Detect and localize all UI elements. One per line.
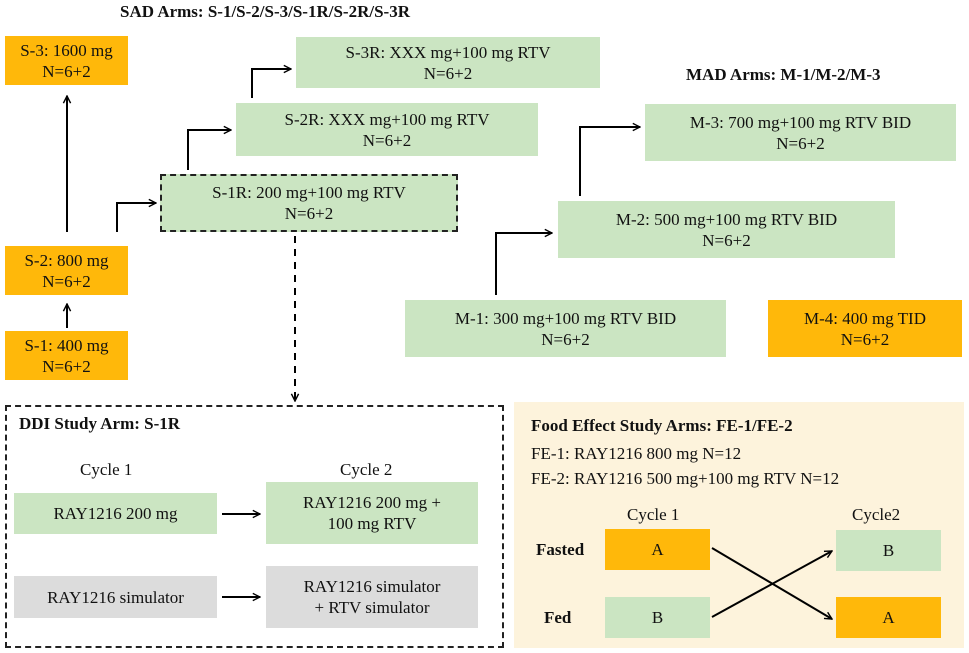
s2r-label: S-2R: XXX mg+100 mg RTV bbox=[284, 109, 490, 129]
arrow-s1r-to-s2r bbox=[187, 130, 231, 170]
arrow-s2r-to-s3r bbox=[251, 69, 291, 98]
ddi-row1-cycle2-box: RAY1216 200 mg + 100 mg RTV bbox=[266, 482, 478, 544]
m1-label: M-1: 300 mg+100 mg RTV BID bbox=[454, 308, 677, 328]
ddi-row2-cycle2-line1: RAY1216 simulator bbox=[303, 577, 441, 596]
ddi-row2-cycle1-box: RAY1216 simulator bbox=[14, 576, 217, 618]
s3-box: S-3: 1600 mg N=6+2 bbox=[5, 36, 128, 85]
s1-box: S-1: 400 mg N=6+2 bbox=[5, 331, 128, 380]
m2-box: M-2: 500 mg+100 mg RTV BID N=6+2 bbox=[558, 201, 895, 258]
fe-fed-cycle1-box: B bbox=[605, 597, 710, 638]
s2r-box: S-2R: XXX mg+100 mg RTV N=6+2 bbox=[236, 103, 538, 156]
mad-title: MAD Arms: M-1/M-2/M-3 bbox=[686, 65, 881, 84]
arrow-m2-to-m3 bbox=[579, 127, 640, 196]
ddi-row2-cycle1-text: RAY1216 simulator bbox=[47, 587, 184, 607]
arrow-m1-to-m2 bbox=[495, 233, 552, 295]
arrow-s2-to-s1r bbox=[116, 203, 156, 232]
ddi-row2-cycle2-line2: + RTV simulator bbox=[314, 598, 430, 617]
fe-fasted-cycle2-text: B bbox=[882, 541, 895, 560]
fe-fed-cycle2-box: A bbox=[836, 597, 941, 638]
fe-fed-cycle2-text: A bbox=[882, 608, 895, 627]
s3-label: S-3: 1600 mg bbox=[20, 40, 113, 60]
s2-box: S-2: 800 mg N=6+2 bbox=[5, 246, 128, 295]
fe-cycle2-label: Cycle2 bbox=[852, 505, 901, 524]
m4-n: N=6+2 bbox=[840, 329, 890, 349]
s1r-n: N=6+2 bbox=[284, 204, 334, 223]
ddi-panel bbox=[5, 405, 504, 648]
fe-fed-label: Fed bbox=[544, 608, 572, 627]
fe-fed-cycle1-text: B bbox=[651, 608, 664, 627]
sad-title: SAD Arms: S-1/S-2/S-3/S-1R/S-2R/S-3R bbox=[120, 2, 410, 21]
fe-title: Food Effect Study Arms: FE-1/FE-2 bbox=[531, 416, 793, 435]
s2-n: N=6+2 bbox=[42, 271, 91, 291]
ddi-row1-cycle2-line1: RAY1216 200 mg + bbox=[303, 493, 441, 512]
s1-n: N=6+2 bbox=[42, 356, 91, 376]
fe-cycle1-label: Cycle 1 bbox=[627, 505, 680, 524]
s1r-box: S-1R: 200 mg+100 mg RTV N=6+2 bbox=[160, 174, 458, 232]
ddi-row1-cycle2-line2: 100 mg RTV bbox=[327, 514, 417, 533]
s3r-box: S-3R: XXX mg+100 mg RTV N=6+2 bbox=[296, 37, 600, 88]
m1-n: N=6+2 bbox=[541, 329, 590, 349]
ddi-title: DDI Study Arm: S-1R bbox=[19, 414, 181, 433]
s1r-label: S-1R: 200 mg+100 mg RTV bbox=[212, 183, 406, 202]
ddi-row2-cycle2-box: RAY1216 simulator + RTV simulator bbox=[266, 566, 478, 628]
m4-box: M-4: 400 mg TID N=6+2 bbox=[768, 300, 962, 357]
m3-box: M-3: 700 mg+100 mg RTV BID N=6+2 bbox=[645, 104, 956, 161]
s1-label: S-1: 400 mg bbox=[24, 335, 109, 355]
m2-n: N=6+2 bbox=[702, 230, 751, 250]
m3-label: M-3: 700 mg+100 mg RTV BID bbox=[689, 112, 912, 132]
ddi-cycle2-label: Cycle 2 bbox=[340, 460, 393, 479]
fe-fasted-cycle1-box: A bbox=[605, 529, 710, 570]
ddi-row1-cycle1-box: RAY1216 200 mg bbox=[14, 493, 217, 534]
m2-label: M-2: 500 mg+100 mg RTV BID bbox=[615, 209, 838, 229]
ddi-cycle1-label: Cycle 1 bbox=[80, 460, 133, 479]
ddi-row1-cycle1-text: RAY1216 200 mg bbox=[53, 504, 178, 523]
fe1-text: FE-1: RAY1216 800 mg N=12 bbox=[531, 444, 742, 463]
fe-fasted-label: Fasted bbox=[536, 540, 585, 559]
m3-n: N=6+2 bbox=[776, 133, 825, 153]
m4-label: M-4: 400 mg TID bbox=[804, 308, 926, 328]
m1-box: M-1: 300 mg+100 mg RTV BID N=6+2 bbox=[405, 300, 726, 357]
s2r-n: N=6+2 bbox=[362, 130, 412, 150]
s3r-n: N=6+2 bbox=[423, 63, 473, 83]
fe-fasted-cycle1-text: A bbox=[651, 540, 664, 559]
s2-label: S-2: 800 mg bbox=[24, 250, 109, 270]
fe2-text: FE-2: RAY1216 500 mg+100 mg RTV N=12 bbox=[531, 469, 840, 488]
fe-fasted-cycle2-box: B bbox=[836, 530, 941, 571]
s3r-label: S-3R: XXX mg+100 mg RTV bbox=[345, 42, 551, 62]
s3-n: N=6+2 bbox=[42, 61, 91, 81]
